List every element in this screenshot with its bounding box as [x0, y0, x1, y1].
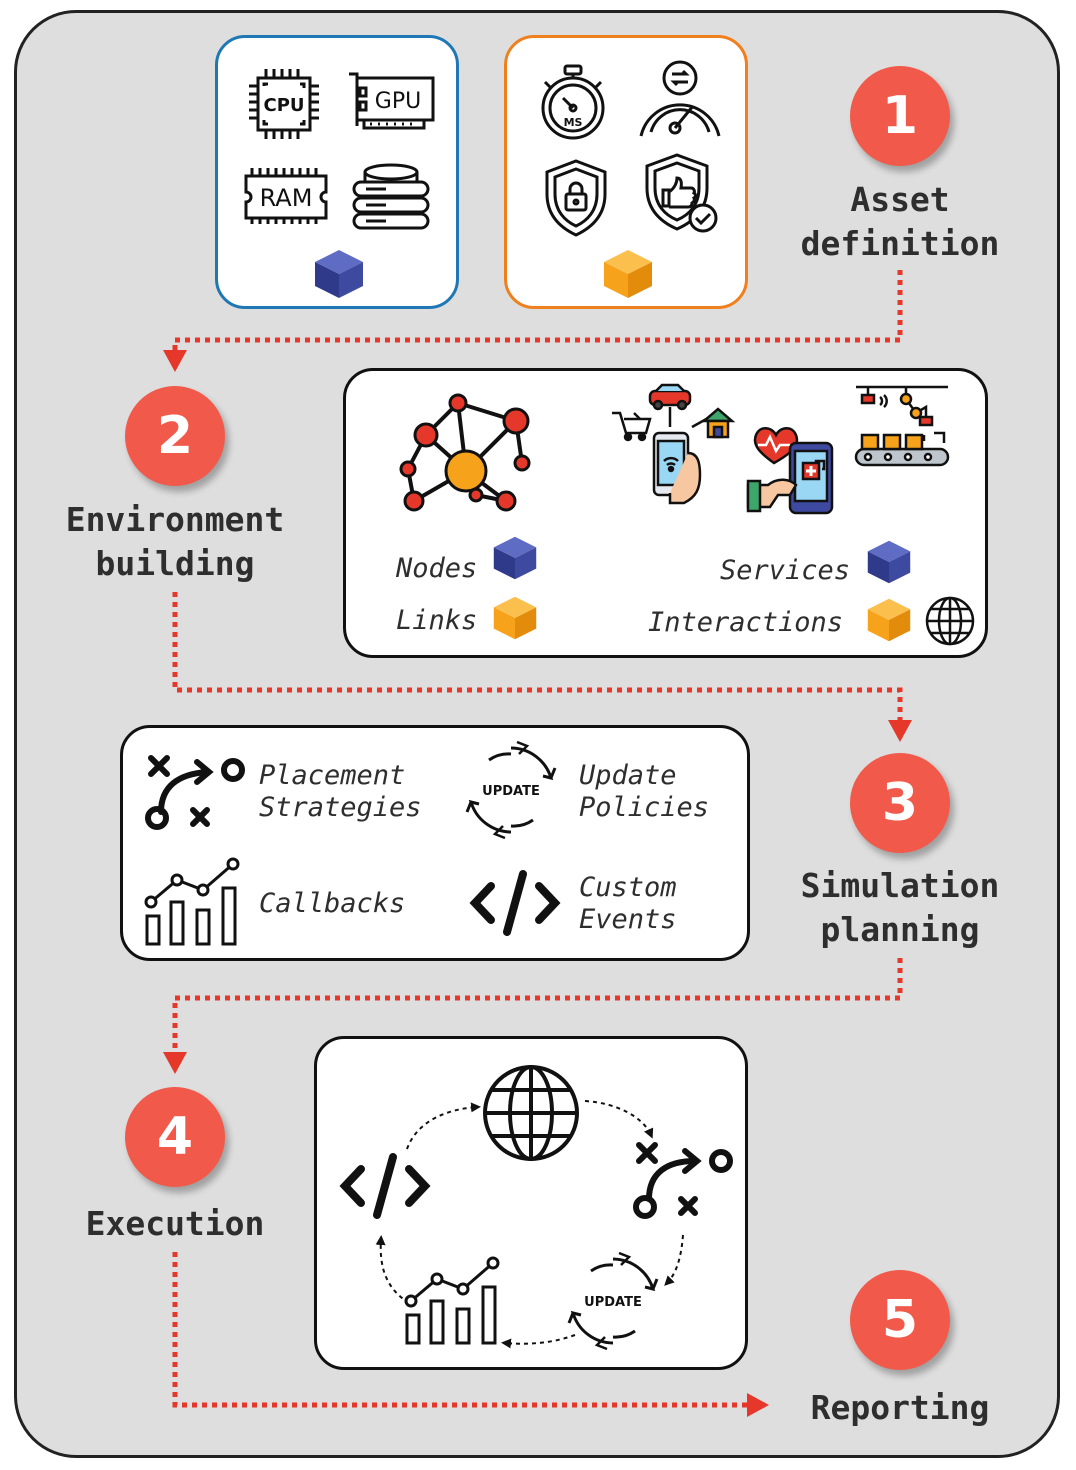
arrow-step4-to-step5 [172, 1252, 769, 1417]
update-line1: Update [579, 760, 677, 791]
stopwatch-icon: MS [541, 64, 605, 140]
callbacks-chart-icon [144, 857, 240, 946]
factory-robot-icon [854, 385, 950, 467]
nodes-label: Nodes [396, 553, 478, 584]
arrow-step2-to-step3 [172, 592, 912, 742]
step-3-title-line2: planning [820, 910, 980, 949]
nodes-blue-cube-icon [493, 536, 537, 580]
environment-box: Nodes Links Services Interactions [343, 368, 988, 658]
services-label: Services [720, 555, 851, 586]
svg-text:GPU: GPU [375, 89, 421, 114]
custom-events-code-icon [469, 870, 561, 936]
placement-line1: Placement [259, 760, 406, 791]
svg-text:UPDATE: UPDATE [584, 1295, 642, 1310]
links-orange-cube-icon [493, 596, 537, 640]
step-3-title: Simulation planning [770, 864, 1030, 952]
storage-icon [352, 163, 430, 230]
update-policies-label: Update Policies [579, 760, 709, 824]
execution-update-icon: UPDATE [567, 1251, 659, 1351]
step-3-badge: 3 [850, 753, 950, 853]
update-line2: Policies [579, 792, 710, 823]
placement-line2: Strategies [259, 792, 422, 823]
svg-text:RAM: RAM [260, 184, 313, 212]
svg-text:CPU: CPU [263, 95, 304, 116]
trust-shield-icon [645, 153, 718, 233]
interactions-label: Interactions [648, 607, 844, 638]
execution-cycle-arrows [375, 1100, 684, 1349]
step-2-title: Environment building [30, 498, 320, 586]
step-5-badge: 5 [850, 1270, 950, 1370]
step-1-title: Asset definition [780, 178, 1020, 266]
step-1-title-line2: definition [800, 224, 1000, 263]
svg-text:UPDATE: UPDATE [482, 784, 540, 799]
gauge-icon [639, 60, 721, 137]
step-1-title-line1: Asset [850, 180, 950, 219]
cpu-icon: CPU [249, 69, 319, 139]
hardware-assets-box: CPU GPU RAM [215, 35, 459, 309]
step-2-title-line2: building [95, 544, 255, 583]
gpu-icon: GPU [349, 72, 435, 130]
execution-box: UPDATE [314, 1036, 748, 1370]
execution-code-icon [339, 1153, 431, 1219]
placement-strategies-label: Placement Strategies [259, 760, 422, 824]
interactions-orange-cube-icon [867, 598, 911, 642]
step-2-badge: 2 [125, 386, 225, 486]
blue-cube-icon [315, 250, 363, 298]
update-policies-icon: UPDATE [465, 740, 557, 840]
ram-icon: RAM [244, 168, 328, 224]
custom-line1: Custom [579, 872, 677, 903]
services-blue-cube-icon [867, 540, 911, 584]
security-shield-icon [545, 159, 607, 237]
placement-strategies-icon [145, 755, 245, 830]
step-2-title-line1: Environment [65, 500, 285, 539]
callbacks-label: Callbacks [259, 888, 406, 919]
svg-text:MS: MS [564, 116, 583, 129]
links-label: Links [396, 605, 478, 636]
execution-placement-icon [633, 1142, 733, 1219]
planning-box: Placement Strategies UPDATE Update Polic… [120, 725, 750, 961]
iot-services-icon [612, 383, 736, 505]
execution-globe-icon [483, 1065, 579, 1161]
execution-chart-icon [404, 1256, 500, 1345]
step-4-title: Execution [85, 1204, 265, 1243]
step-4-badge: 4 [125, 1087, 225, 1187]
requirement-assets-box: MS [504, 35, 748, 309]
arrow-step1-to-step2 [163, 270, 903, 372]
arrow-step3-to-step4 [163, 958, 903, 1074]
custom-events-label: Custom Events [579, 872, 677, 936]
orange-cube-icon [604, 250, 652, 298]
custom-line2: Events [579, 904, 677, 935]
network-graph-icon [399, 393, 531, 512]
step-5-title: Reporting [810, 1388, 990, 1427]
interactions-globe-icon [925, 596, 975, 646]
health-app-icon [746, 427, 834, 515]
step-1-badge: 1 [850, 66, 950, 166]
step-3-title-line1: Simulation [800, 866, 1000, 905]
